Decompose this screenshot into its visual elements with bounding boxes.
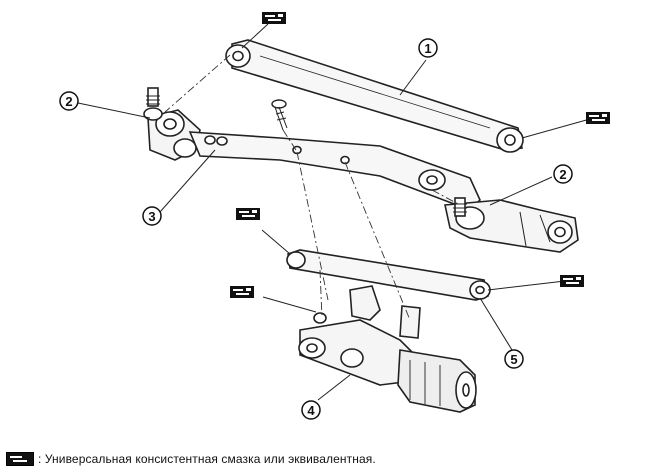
wiper-motor [298,285,477,413]
grease-symbol-icon [6,452,34,466]
svg-text:4: 4 [307,403,315,418]
svg-text:3: 3 [148,209,155,224]
grease-symbol-icon [560,275,584,287]
callout-5: 5 [504,349,524,369]
callout-leaders [77,23,591,401]
assembly-guide-lines [164,54,461,321]
callout-2-left: 2 [59,91,79,111]
svg-text:2: 2 [65,94,72,109]
legend-text: : Универсальная консистентная смазка или… [38,452,376,466]
svg-text:1: 1 [424,41,431,56]
lower-link-rod [286,249,491,301]
right-pivot-assembly [418,169,579,253]
left-pivot-assembly [143,87,201,161]
legend: : Универсальная консистентная смазка или… [6,450,376,468]
callout-1: 1 [418,38,438,58]
upper-link-rod [225,39,524,153]
grease-symbol-icon [236,208,260,220]
grease-symbol-icon [230,286,254,298]
svg-text:2: 2 [559,167,566,182]
callout-2-right: 2 [553,164,573,184]
svg-text:5: 5 [510,352,517,367]
grease-symbol-icon [262,12,286,24]
callout-3: 3 [142,206,162,226]
grease-symbol-icon [586,112,610,124]
mounting-bolt [271,99,288,131]
callout-4: 4 [301,400,321,420]
